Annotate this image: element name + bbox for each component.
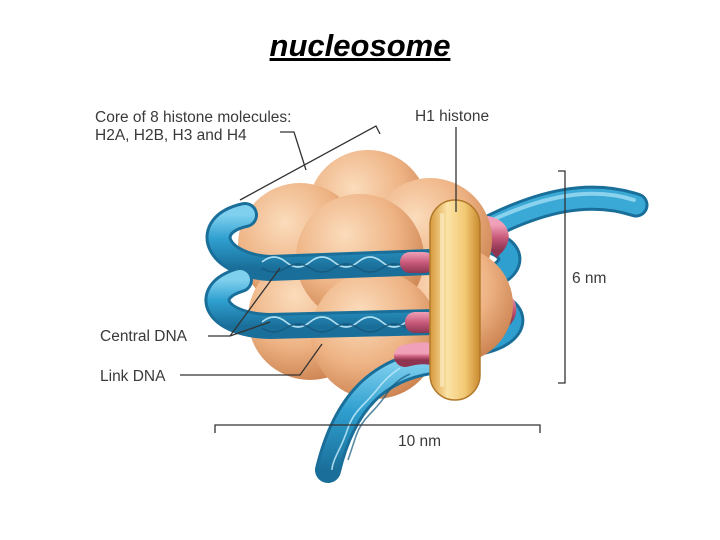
height-label: 6 nm [572, 270, 606, 287]
link-dna-label: Link DNA [100, 368, 166, 385]
central-dna-label: Central DNA [100, 328, 188, 345]
central-dna-leader-2 [229, 321, 271, 337]
slide-title: nucleosome [269, 28, 451, 63]
central-dna-wraps [204, 202, 448, 340]
core-label-line2: H2A, H2B, H3 and H4 [95, 127, 247, 144]
width-label: 10 nm [398, 433, 441, 450]
core-bracket [239, 125, 381, 201]
height-bracket [558, 170, 566, 384]
link-dna-leader [180, 343, 323, 376]
core-leader [280, 131, 307, 171]
h1-histone [429, 199, 481, 401]
width-bracket [214, 424, 541, 433]
link-dna-strand [315, 342, 456, 483]
core-label-line1: Core of 8 histone molecules: [95, 109, 291, 126]
h1-label: H1 histone [415, 108, 489, 125]
leader-lines [180, 125, 566, 433]
